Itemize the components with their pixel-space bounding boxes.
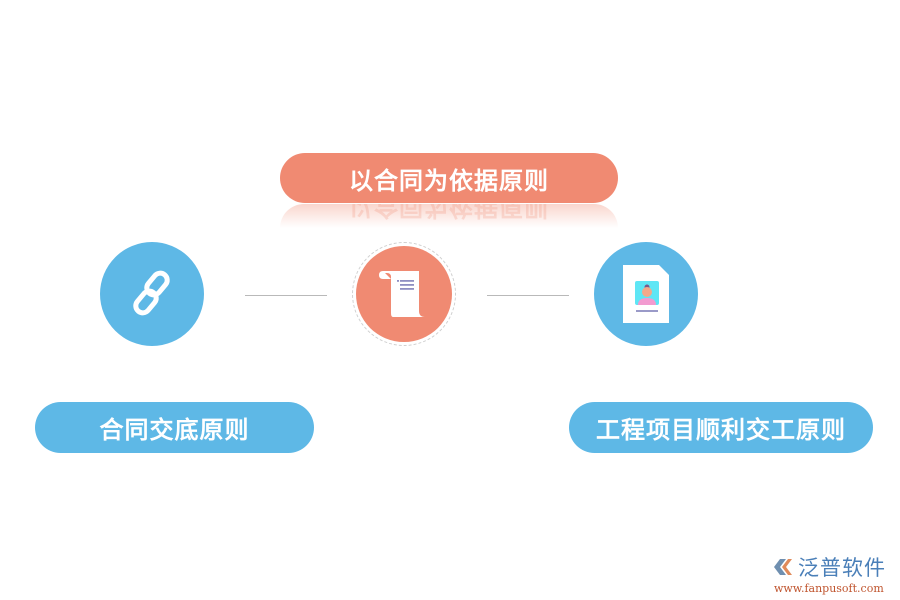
center-ring — [352, 242, 456, 346]
right-principle-text: 工程项目顺利交工原则 — [596, 416, 846, 444]
brand-url: www.fanpusoft.com — [774, 582, 884, 595]
brand-logo: 泛普软件 www.fanpusoft.com — [772, 552, 886, 595]
chain-link-icon — [133, 270, 170, 316]
scroll-circle — [356, 246, 452, 342]
connector-line-left — [245, 295, 327, 296]
brand-mark-icon — [774, 559, 792, 575]
left-principle-label: 合同交底原则 — [35, 402, 314, 453]
left-principle-text: 合同交底原则 — [99, 416, 250, 444]
scroll-document-icon — [379, 271, 425, 317]
top-principle-reflection: 以合同为依据原则 — [280, 204, 618, 228]
right-principle-label: 工程项目顺利交工原则 — [569, 402, 873, 453]
brand-name: 泛普软件 — [798, 556, 886, 580]
top-principle-label: 以合同为依据原则 — [280, 153, 618, 203]
top-principle-text: 以合同为依据原则 — [349, 166, 549, 195]
profile-document-icon — [623, 265, 669, 323]
profile-document-circle — [594, 242, 698, 346]
chain-link-circle — [100, 242, 204, 346]
connector-line-right — [487, 295, 569, 296]
